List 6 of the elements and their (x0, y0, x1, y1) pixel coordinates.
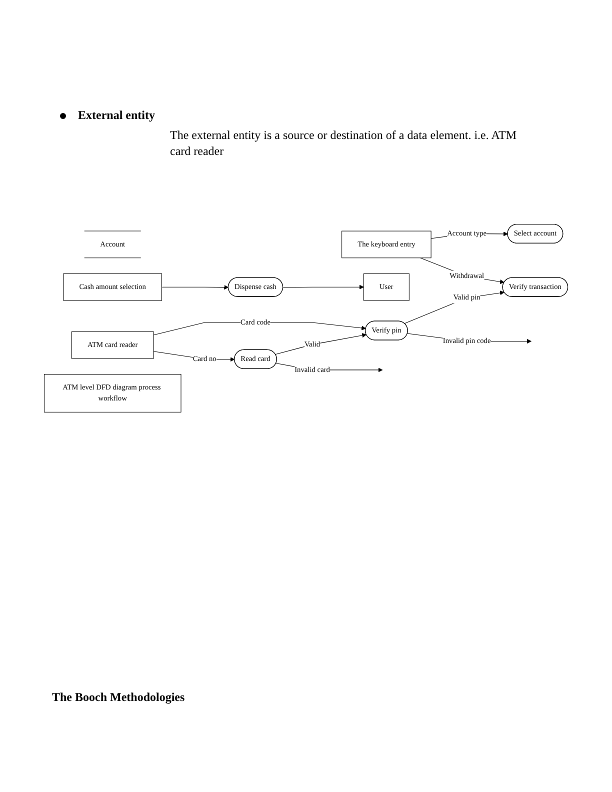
section-heading: The Booch Methodologies (52, 690, 185, 705)
arrow (282, 284, 364, 290)
paragraph-text: The external entity is a source or destination of a data element. i.e. ATM card reader (170, 127, 518, 160)
arrow (161, 284, 229, 290)
section-heading: External entity (78, 108, 155, 123)
arrow (275, 333, 367, 355)
